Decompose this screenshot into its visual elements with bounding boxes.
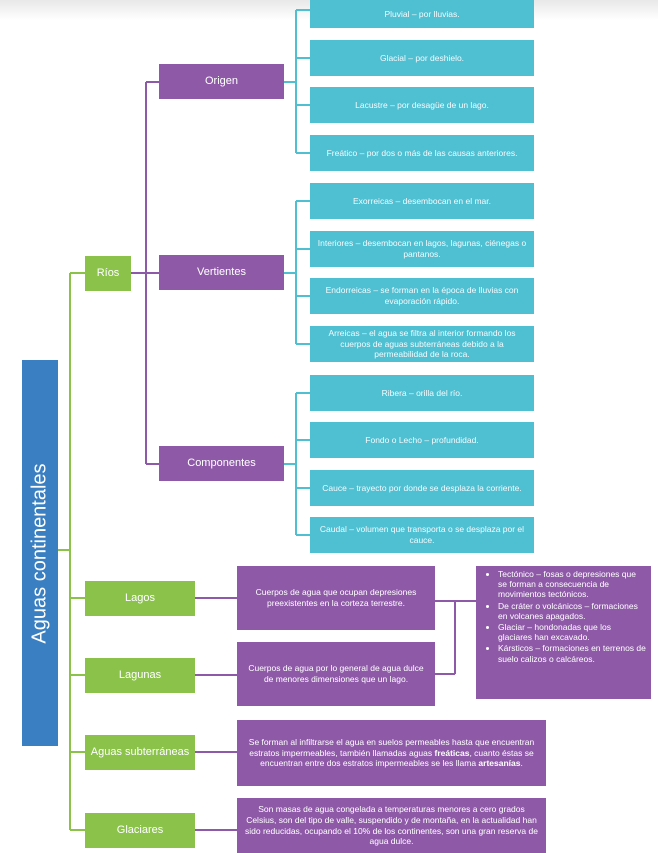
leaf-vertientes-endorreicas: Endorreicas – se forman en la época de l… <box>310 278 534 314</box>
node-origen: Origen <box>159 64 284 99</box>
leaf-origen-freatico: Freático – por dos o más de las causas a… <box>310 135 534 171</box>
node-lagos: Lagos <box>85 581 195 616</box>
subterraneas-description: Se forman al infiltrarse el agua en suel… <box>237 720 546 786</box>
glaciares-description: Son masas de agua congelada a temperatur… <box>237 798 546 853</box>
leaf-componentes-caudal: Caudal – volumen que transporta o se des… <box>310 517 534 553</box>
subterraneas-text-1: Se forman al infiltrarse el agua en suel… <box>248 737 535 758</box>
node-componentes: Componentes <box>159 446 284 481</box>
node-vertientes: Vertientes <box>159 255 284 290</box>
list-item: Tectónico – fosas o depresiones que se f… <box>498 569 647 600</box>
leaf-vertientes-interiores: Interiores – desembocan en lagos, laguna… <box>310 231 534 267</box>
lake-origin-items: Tectónico – fosas o depresiones que se f… <box>480 569 647 665</box>
leaf-vertientes-exorreicas: Exorreicas – desembocan en el mar. <box>310 183 534 219</box>
leaf-componentes-cauce: Cauce – trayecto por donde se desplaza l… <box>310 470 534 506</box>
node-glaciares: Glaciares <box>85 813 195 848</box>
lagos-description: Cuerpos de agua que ocupan depresiones p… <box>237 566 435 630</box>
subterraneas-text-3: . <box>520 758 523 769</box>
list-item: Kársticos – formaciones en terrenos de s… <box>498 643 647 663</box>
list-item: De cráter o volcánicos – formaciones en … <box>498 601 647 621</box>
node-aguas-subterraneas: Aguas subterráneas <box>85 735 195 770</box>
list-item: Glaciar – hondonadas que los glaciares h… <box>498 622 647 642</box>
root-node: Aguas continentales <box>22 360 58 746</box>
leaf-origen-pluvial: Pluvial – por lluvias. <box>310 0 534 28</box>
leaf-origen-glacial: Glacial – por deshielo. <box>310 40 534 76</box>
node-rios: Ríos <box>85 256 131 291</box>
subterraneas-bold-artesanias: artesanías <box>478 758 521 769</box>
leaf-componentes-fondo: Fondo o Lecho – profundidad. <box>310 422 534 458</box>
root-label: Aguas continentales <box>28 462 51 644</box>
node-lagunas: Lagunas <box>85 658 195 693</box>
lagunas-description: Cuerpos de agua por lo general de agua d… <box>237 642 435 706</box>
leaf-origen-lacustre: Lacustre – por desagüe de un lago. <box>310 87 534 123</box>
lake-origin-list: Tectónico – fosas o depresiones que se f… <box>476 566 651 699</box>
subterraneas-text-2: , cuanto éstas se encuentran entre dos e… <box>260 747 534 769</box>
subterraneas-text: Se forman al infiltrarse el agua en suel… <box>245 737 538 769</box>
leaf-vertientes-arreicas: Arreicas – el agua se filtra al interior… <box>310 326 534 362</box>
leaf-componentes-ribera: Ribera – orilla del río. <box>310 375 534 411</box>
subterraneas-bold-freaticas: freáticas <box>434 747 470 758</box>
